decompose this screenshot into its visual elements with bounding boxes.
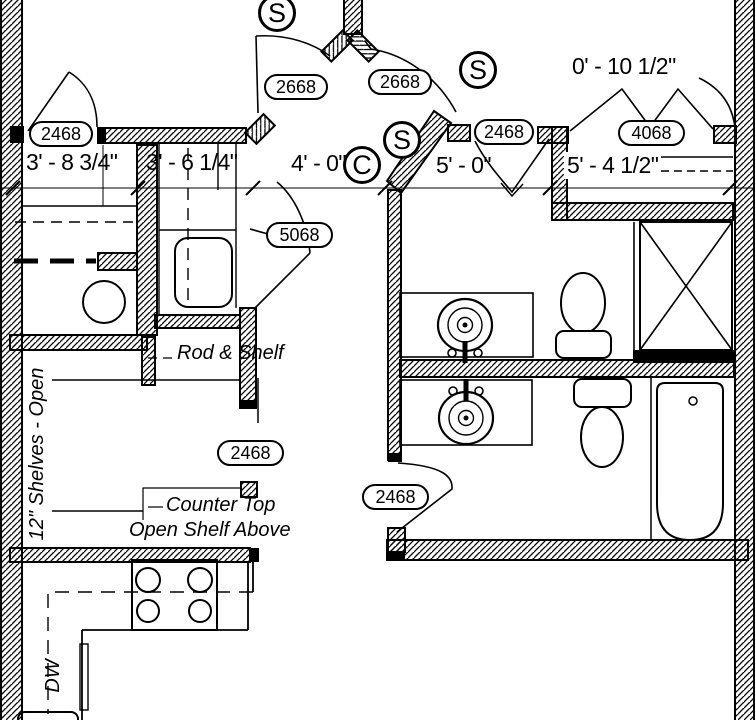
dim-closet-width: 5' - 4 1/2": [564, 152, 662, 179]
door-tag-right-bedroom: 2668: [368, 69, 432, 95]
closet-shelf-lines: [52, 357, 259, 520]
dim-laundry-width: 3' - 8 3/4": [26, 149, 118, 175]
hall-closet-tag-leader: [249, 228, 269, 235]
shower-stall: [633, 221, 733, 351]
smoke-detector-2: S: [459, 51, 497, 89]
dishwasher-outline: [79, 643, 89, 711]
door-swing-left-bedroom: [255, 34, 331, 114]
upper-cabinet-dashed: [47, 591, 253, 714]
laundry-room-fixtures: [14, 205, 137, 324]
door-swing-upper-bath: [474, 138, 550, 194]
toilet-upper: [555, 272, 612, 359]
door-tag-kitchen-opening: 2468: [217, 440, 284, 466]
door-tag-hall-closet: 5068: [266, 222, 333, 248]
smoke-detector-1: S: [258, 0, 296, 32]
carbon-monoxide-detector: C: [343, 146, 381, 184]
kitchen-stove: [131, 559, 218, 631]
washer-outline: [174, 237, 233, 308]
dim-bath-width: 5' - 0": [436, 152, 492, 178]
counter-top-label: Counter Top: [166, 494, 276, 516]
lower-bathroom: [399, 377, 724, 542]
dim-wall-offset: 0' - 10 1/2": [572, 53, 676, 79]
door-swings: [27, 34, 736, 533]
door-tag-upper-left-closet: 2468: [29, 121, 93, 147]
dim-pantry-width: 3' - 6 1/4": [146, 149, 238, 175]
wall-offset-leader: [698, 77, 736, 128]
counter-top-leader: [142, 487, 241, 520]
door-tag-linen-closet: 4068: [618, 120, 685, 146]
sink-lower: [437, 379, 495, 446]
door-tag-left-bedroom: 2668: [264, 74, 328, 100]
bathtub: [650, 377, 724, 542]
kitchen: [17, 559, 254, 720]
sink-upper: [436, 297, 494, 363]
pantry-fixtures: [158, 143, 237, 315]
water-heater: [82, 280, 126, 324]
upper-bathroom: [399, 221, 733, 363]
dishwasher-label: DW: [42, 659, 64, 693]
tub-drain: [688, 396, 698, 406]
rod-and-shelf-label: Rod & Shelf: [177, 342, 284, 364]
toilet-lower: [573, 378, 632, 468]
kitchen-counter: [47, 562, 254, 720]
door-tag-lower-bath: 2468: [362, 484, 429, 510]
door-tag-upper-bath: 2468: [474, 119, 534, 145]
kitchen-sink: [17, 711, 79, 720]
bifold-door-linen-closet: [569, 87, 714, 132]
wall-caps: [10, 126, 734, 562]
dim-hall-width: 4' - 0": [291, 150, 347, 176]
open-shelf-above-label: Open Shelf Above: [129, 519, 291, 541]
door-swing-lower-bath: [396, 462, 453, 533]
door-swing-upper-left-closet: [27, 71, 98, 132]
dimension-arrow: [500, 182, 524, 198]
shelves-open-label: 12" Shelves - Open: [26, 367, 48, 541]
smoke-detector-3: S: [383, 121, 421, 159]
